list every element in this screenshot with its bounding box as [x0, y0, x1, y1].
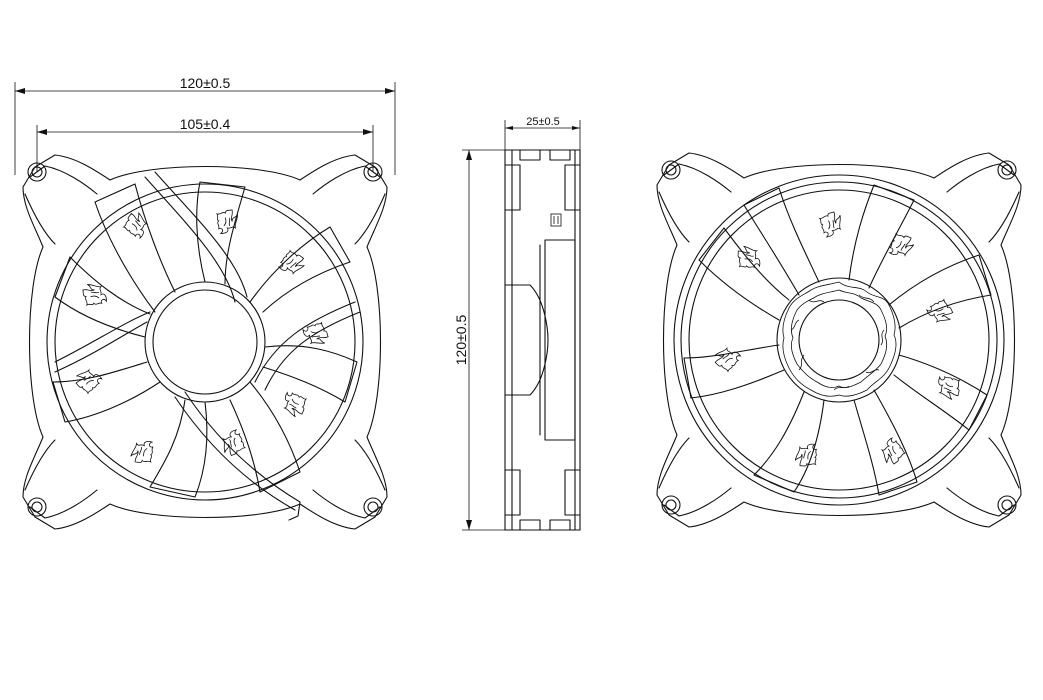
mounting-hole [363, 497, 383, 517]
hub [144, 281, 266, 403]
thickness-label: 25±0.5 [526, 116, 560, 128]
mounting-hole [997, 495, 1017, 515]
mounting-hole [661, 495, 681, 515]
hole-spacing-label: 105±0.4 [180, 116, 231, 132]
dimension-thickness: 25±0.5 [504, 116, 581, 150]
dimension-hole-spacing: 105±0.4 [36, 116, 374, 172]
blades [683, 184, 992, 496]
front-view [22, 154, 388, 530]
overall-height-label: 120±0.5 [453, 315, 469, 366]
mounting-hole [997, 160, 1017, 180]
side-view [504, 149, 581, 531]
mounting-hole [661, 160, 681, 180]
mounting-hole [27, 497, 47, 517]
hub [776, 277, 902, 403]
blades [52, 181, 358, 498]
dimension-overall-width: 120±0.5 [14, 75, 396, 175]
dimension-overall-height: 120±0.5 [453, 149, 505, 531]
rear-view [656, 152, 1022, 528]
overall-width-label: 120±0.5 [180, 75, 231, 91]
